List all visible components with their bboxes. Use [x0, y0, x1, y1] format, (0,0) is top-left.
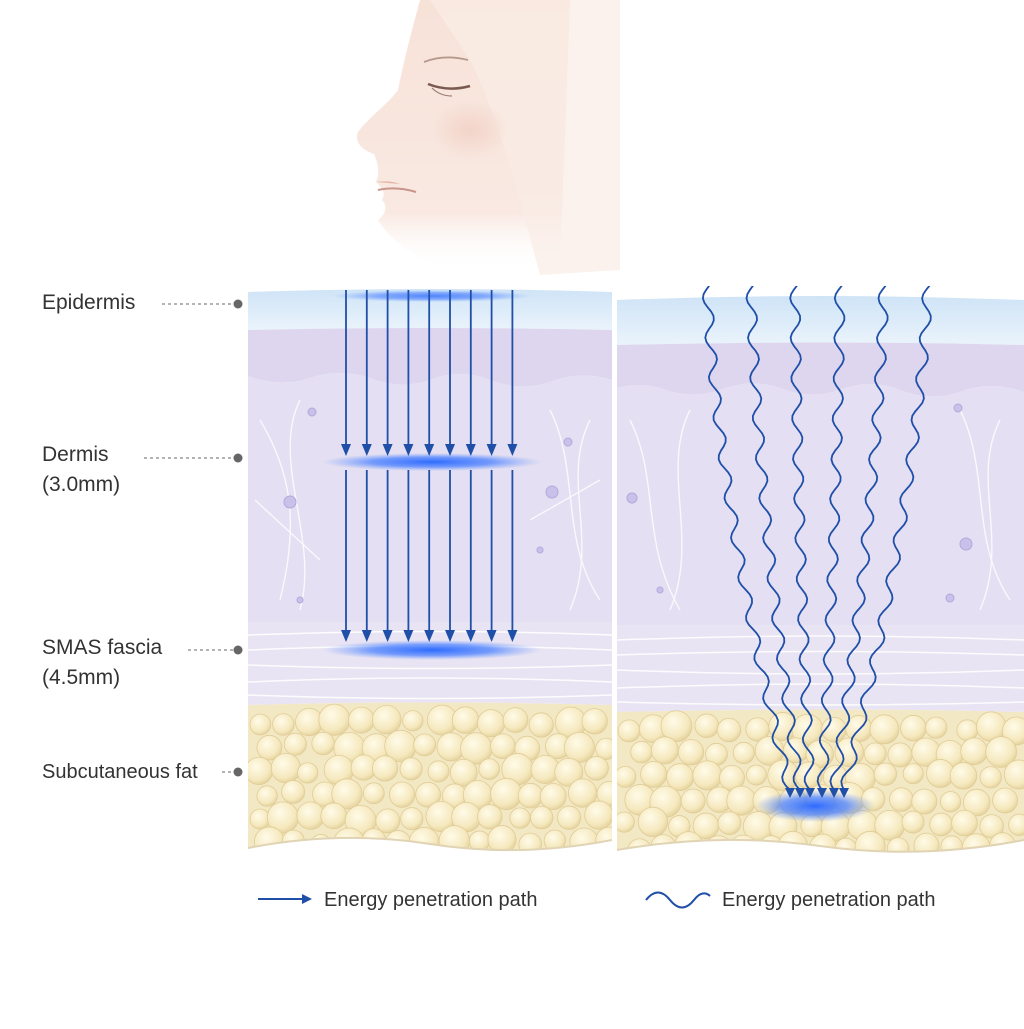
label-leaders — [144, 303, 234, 773]
face-profile-illustration — [356, 0, 620, 275]
right-epidermis-layer — [617, 296, 1024, 345]
label-smas: SMAS fascia (4.5mm) — [42, 633, 162, 693]
right-tissue-panel — [617, 286, 1024, 866]
right-smas-layer — [617, 625, 1024, 712]
smas-focus-glow — [322, 640, 542, 660]
left-smas-layer — [248, 622, 612, 705]
legend-wave-label: Energy penetration path — [722, 889, 936, 911]
dermis-depth: (3.0mm) — [42, 473, 121, 496]
dermis-focus-glow — [322, 453, 542, 471]
label-fat: Subcutaneous fat — [42, 757, 198, 787]
epidermis-name: Epidermis — [42, 291, 136, 314]
smas-depth: (4.5mm) — [42, 666, 121, 689]
label-dots — [233, 299, 243, 777]
label-epidermis: Epidermis — [42, 288, 135, 318]
left-tissue-panel — [248, 286, 612, 866]
right-dermis-layer — [617, 383, 1024, 628]
dermis-name: Dermis — [42, 443, 109, 466]
wave-arrow-icon — [645, 891, 711, 909]
fat-focus-glow — [755, 790, 875, 822]
straight-arrow-icon — [258, 894, 312, 904]
label-dermis: Dermis (3.0mm) — [42, 440, 120, 500]
legend-straight-label: Energy penetration path — [324, 889, 538, 911]
smas-name: SMAS fascia — [42, 636, 163, 659]
fat-name: Subcutaneous fat — [42, 761, 198, 783]
